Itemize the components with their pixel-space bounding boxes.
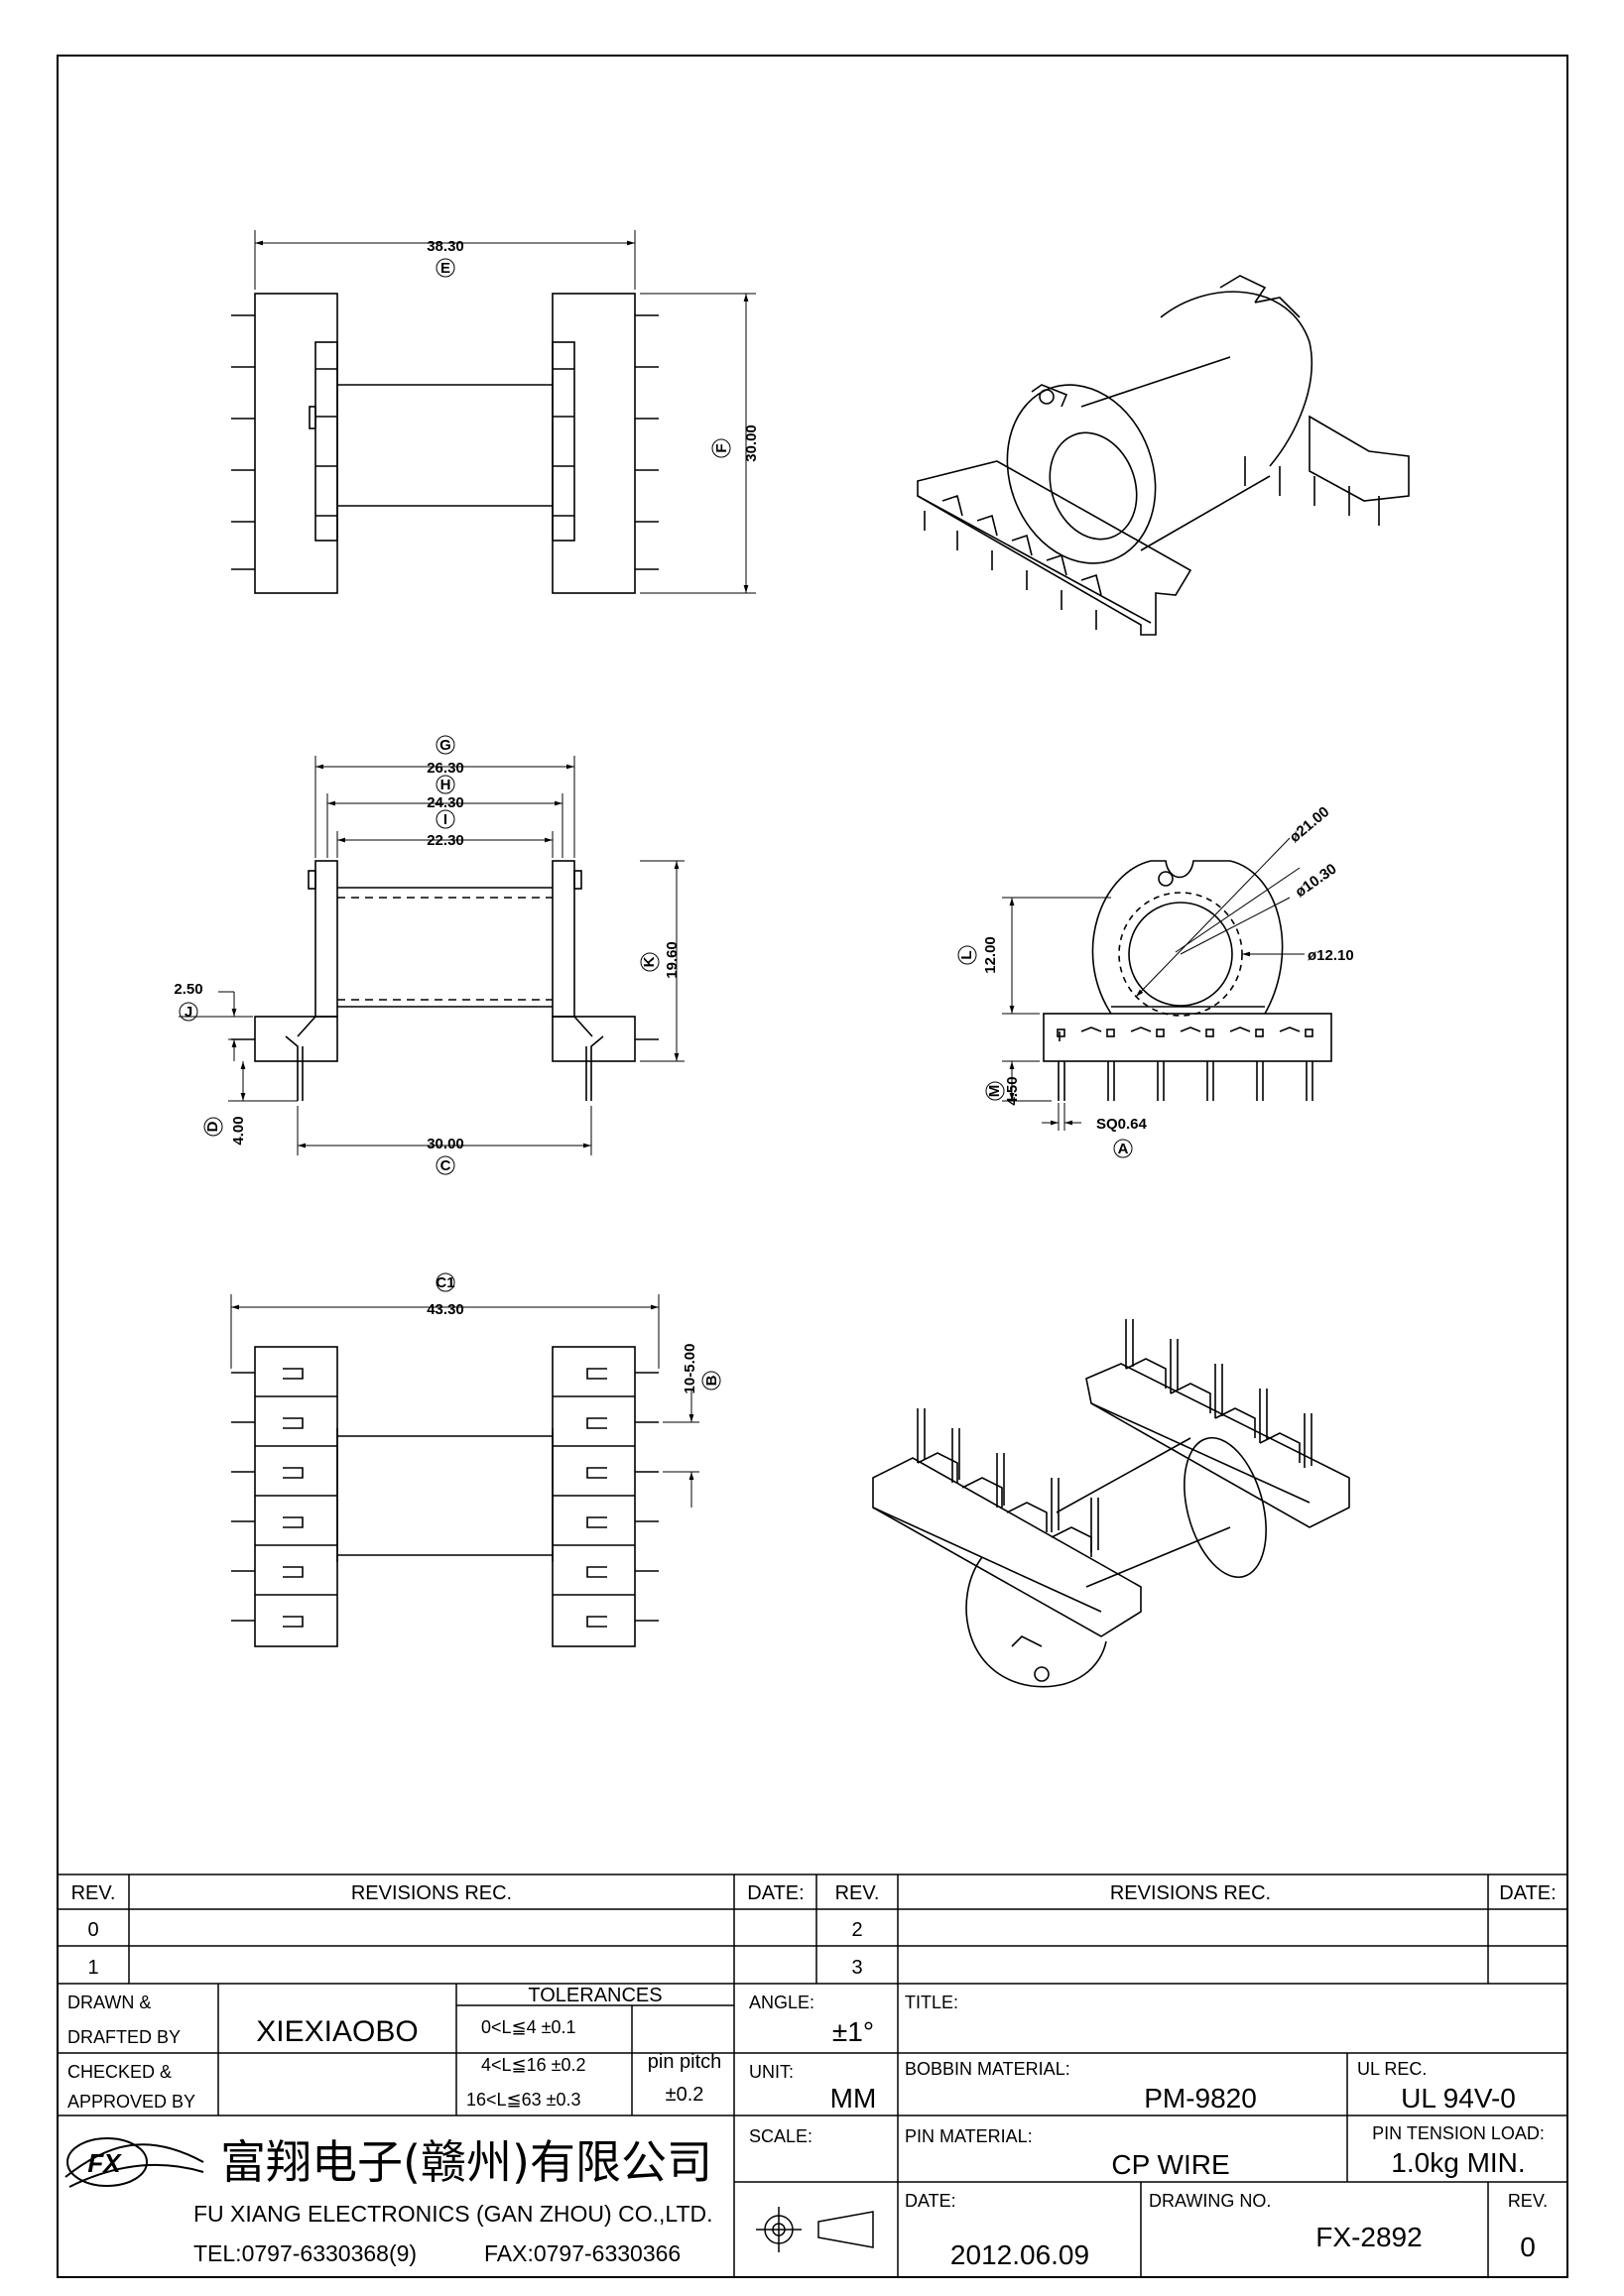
rev-2: 2 bbox=[851, 1919, 862, 1941]
top-view-dimensions bbox=[254, 230, 756, 594]
drawn-by: XIEXIAOBO bbox=[256, 2015, 418, 2048]
side-view-dimensions bbox=[957, 837, 1305, 1158]
rev-label: REV. bbox=[1508, 2191, 1548, 2211]
angle-value: ±1° bbox=[832, 2016, 874, 2047]
front-i-tag: I bbox=[443, 811, 447, 828]
rev-value: 0 bbox=[1520, 2232, 1536, 2262]
bottom-view bbox=[231, 1346, 659, 1647]
drawing-no-label: DRAWING NO. bbox=[1149, 2191, 1271, 2211]
date-label: DATE: bbox=[905, 2191, 956, 2211]
front-d-label: 4.00 bbox=[230, 1116, 247, 1145]
front-j-tag: J bbox=[185, 1004, 192, 1021]
pin-tension-value: 1.0kg MIN. bbox=[1391, 2147, 1525, 2178]
company-fax: FAX:0797-6330366 bbox=[484, 2240, 681, 2266]
side-d21-label: ø21.00 bbox=[1287, 803, 1333, 846]
front-g-label: 26.30 bbox=[427, 760, 464, 777]
side-d10-label: ø10.30 bbox=[1293, 861, 1340, 902]
pin-pitch-tolerance: ±0.2 bbox=[666, 2084, 704, 2106]
pin-pitch-label: pin pitch bbox=[648, 2051, 722, 2073]
pin-material-label: PIN MATERIAL: bbox=[905, 2126, 1033, 2146]
date-header: DATE: bbox=[747, 1882, 804, 1904]
ul-value: UL 94V-0 bbox=[1401, 2083, 1516, 2114]
tolerance-3: 16<L≦63 ±0.3 bbox=[466, 2090, 581, 2110]
title-block-grid bbox=[58, 1873, 1567, 2277]
revisions-header: REVISIONS REC. bbox=[351, 1882, 512, 1904]
front-k-label: 19.60 bbox=[664, 941, 681, 979]
drawn-label-2: DRAFTED BY bbox=[67, 2027, 181, 2047]
tolerances-label: TOLERANCES bbox=[528, 1985, 662, 2006]
tolerance-2: 4<L≦16 ±0.2 bbox=[481, 2055, 586, 2075]
side-view bbox=[1043, 860, 1332, 1101]
drawn-label-1: DRAWN & bbox=[67, 1993, 151, 2012]
top-width-tag: E bbox=[440, 260, 450, 277]
bobbin-material-value: PM-9820 bbox=[1144, 2083, 1257, 2114]
date-value: 2012.06.09 bbox=[950, 2239, 1089, 2270]
title-label: TITLE: bbox=[905, 1993, 958, 2012]
front-view-dimensions bbox=[179, 735, 685, 1175]
rev-0: 0 bbox=[87, 1919, 98, 1941]
rev-header-2: REV. bbox=[835, 1882, 880, 1904]
top-height-label: 30.00 bbox=[743, 424, 760, 462]
company-name-en: FU XIANG ELECTRONICS (GAN ZHOU) CO.,LTD. bbox=[193, 2201, 713, 2227]
ul-label: UL REC. bbox=[1357, 2059, 1427, 2079]
front-c-label: 30.00 bbox=[427, 1136, 464, 1152]
bottom-pitch-label: 10-5.00 bbox=[682, 1344, 698, 1394]
top-width-label: 38.30 bbox=[427, 238, 464, 255]
front-h-tag: H bbox=[440, 777, 451, 793]
bottom-view-dimensions bbox=[230, 1272, 721, 1508]
rev-3: 3 bbox=[851, 1957, 862, 1979]
side-l-label: 12.00 bbox=[982, 936, 999, 974]
front-d-tag: D bbox=[204, 1121, 221, 1132]
tolerance-1: 0<L≦4 ±0.1 bbox=[481, 2017, 576, 2037]
side-sq-label: SQ0.64 bbox=[1096, 1116, 1148, 1133]
pin-material-value: CP WIRE bbox=[1111, 2149, 1229, 2180]
company-name-cn: 富翔电子(赣州)有限公司 bbox=[220, 2135, 712, 2189]
top-height-tag: F bbox=[713, 443, 730, 452]
front-k-tag: K bbox=[641, 956, 658, 967]
scale-label: SCALE: bbox=[749, 2126, 812, 2146]
bottom-width-tag: C1 bbox=[436, 1274, 454, 1291]
unit-value: MM bbox=[830, 2083, 877, 2114]
projection-symbol-icon bbox=[756, 2207, 874, 2252]
front-g-tag: G bbox=[439, 737, 451, 754]
bottom-width-label: 43.30 bbox=[427, 1301, 464, 1318]
checked-label-1: CHECKED & bbox=[67, 2062, 172, 2082]
isometric-view-top bbox=[917, 275, 1410, 636]
logo-text: FX bbox=[87, 2148, 122, 2178]
rev-1: 1 bbox=[87, 1957, 98, 1979]
company-logo-icon bbox=[64, 2137, 204, 2188]
bottom-pitch-tag: B bbox=[703, 1375, 720, 1386]
unit-label: UNIT: bbox=[749, 2062, 794, 2082]
side-m-label: 4.50 bbox=[1004, 1076, 1021, 1105]
side-d12-label: ø12.10 bbox=[1308, 947, 1354, 964]
company-tel: TEL:0797-6330368(9) bbox=[193, 2240, 417, 2266]
top-view bbox=[231, 293, 659, 594]
front-j-label: 2.50 bbox=[174, 981, 202, 998]
angle-label: ANGLE: bbox=[749, 1993, 814, 2012]
isometric-view-bottom bbox=[872, 1319, 1350, 1688]
bobbin-material-label: BOBBIN MATERIAL: bbox=[905, 2059, 1070, 2079]
revisions-header-2: REVISIONS REC. bbox=[1110, 1882, 1271, 1904]
drawing-no-value: FX-2892 bbox=[1315, 2222, 1422, 2252]
date-header-2: DATE: bbox=[1499, 1882, 1556, 1904]
front-h-label: 24.30 bbox=[427, 794, 464, 811]
rev-header: REV. bbox=[71, 1882, 116, 1904]
sheet-border bbox=[57, 55, 1568, 2278]
side-sq-tag: A bbox=[1118, 1141, 1129, 1157]
side-m-tag: M bbox=[986, 1085, 1003, 1098]
front-view bbox=[231, 860, 659, 1101]
side-l-tag: L bbox=[958, 950, 975, 959]
front-c-tag: C bbox=[440, 1157, 451, 1174]
pin-tension-label: PIN TENSION LOAD: bbox=[1372, 2123, 1545, 2143]
checked-label-2: APPROVED BY bbox=[67, 2092, 195, 2112]
front-i-label: 22.30 bbox=[427, 832, 464, 849]
